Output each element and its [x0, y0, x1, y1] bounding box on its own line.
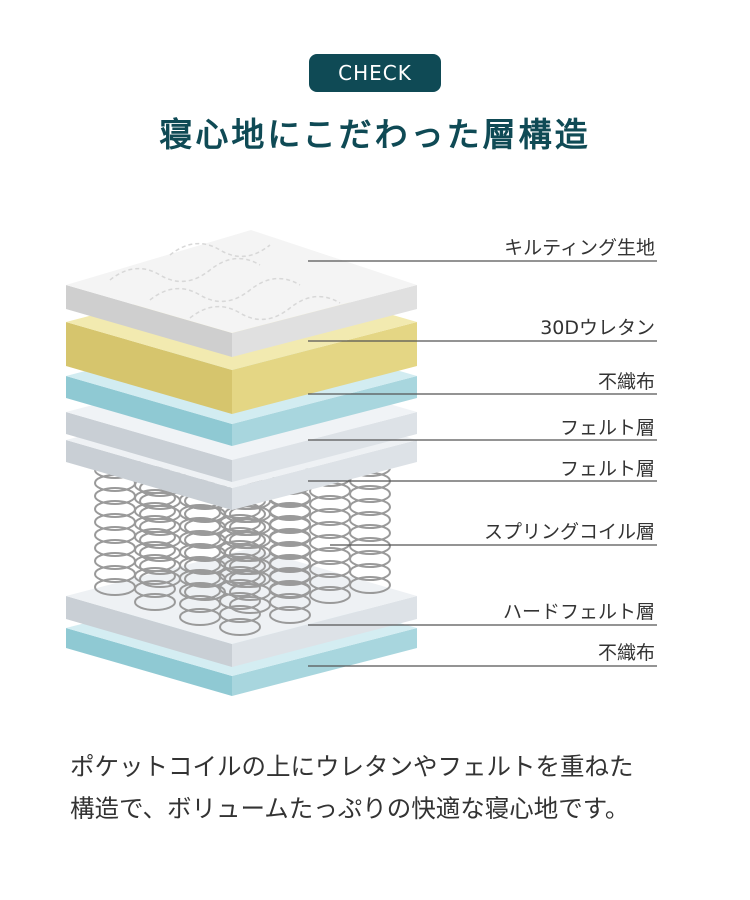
label-urethane: 30Dウレタン [540, 317, 655, 339]
label-felt-1: フェルト層 [559, 417, 655, 439]
label-nonwoven-top: 不織布 [597, 371, 655, 393]
description-line-2: 構造で、ボリュームたっぷりの快適な寝心地です。 [70, 794, 630, 823]
leader-lines [308, 260, 657, 667]
label-spring-coil: スプリングコイル層 [483, 521, 655, 543]
check-badge: CHECK [309, 54, 441, 92]
description: ポケットコイルの上にウレタンやフェルトを重ねた 構造で、ボリュームたっぷりの快適… [70, 746, 710, 830]
description-line-1: ポケットコイルの上にウレタンやフェルトを重ねた [70, 752, 634, 781]
label-nonwoven-bottom: 不織布 [597, 642, 655, 664]
label-quilting: キルティング生地 [504, 237, 655, 259]
label-hard-felt: ハードフェルト層 [502, 601, 655, 623]
label-felt-2: フェルト層 [559, 458, 655, 480]
page-title: 寝心地にこだわった層構造 [159, 115, 591, 154]
layer-quilting [66, 230, 417, 357]
